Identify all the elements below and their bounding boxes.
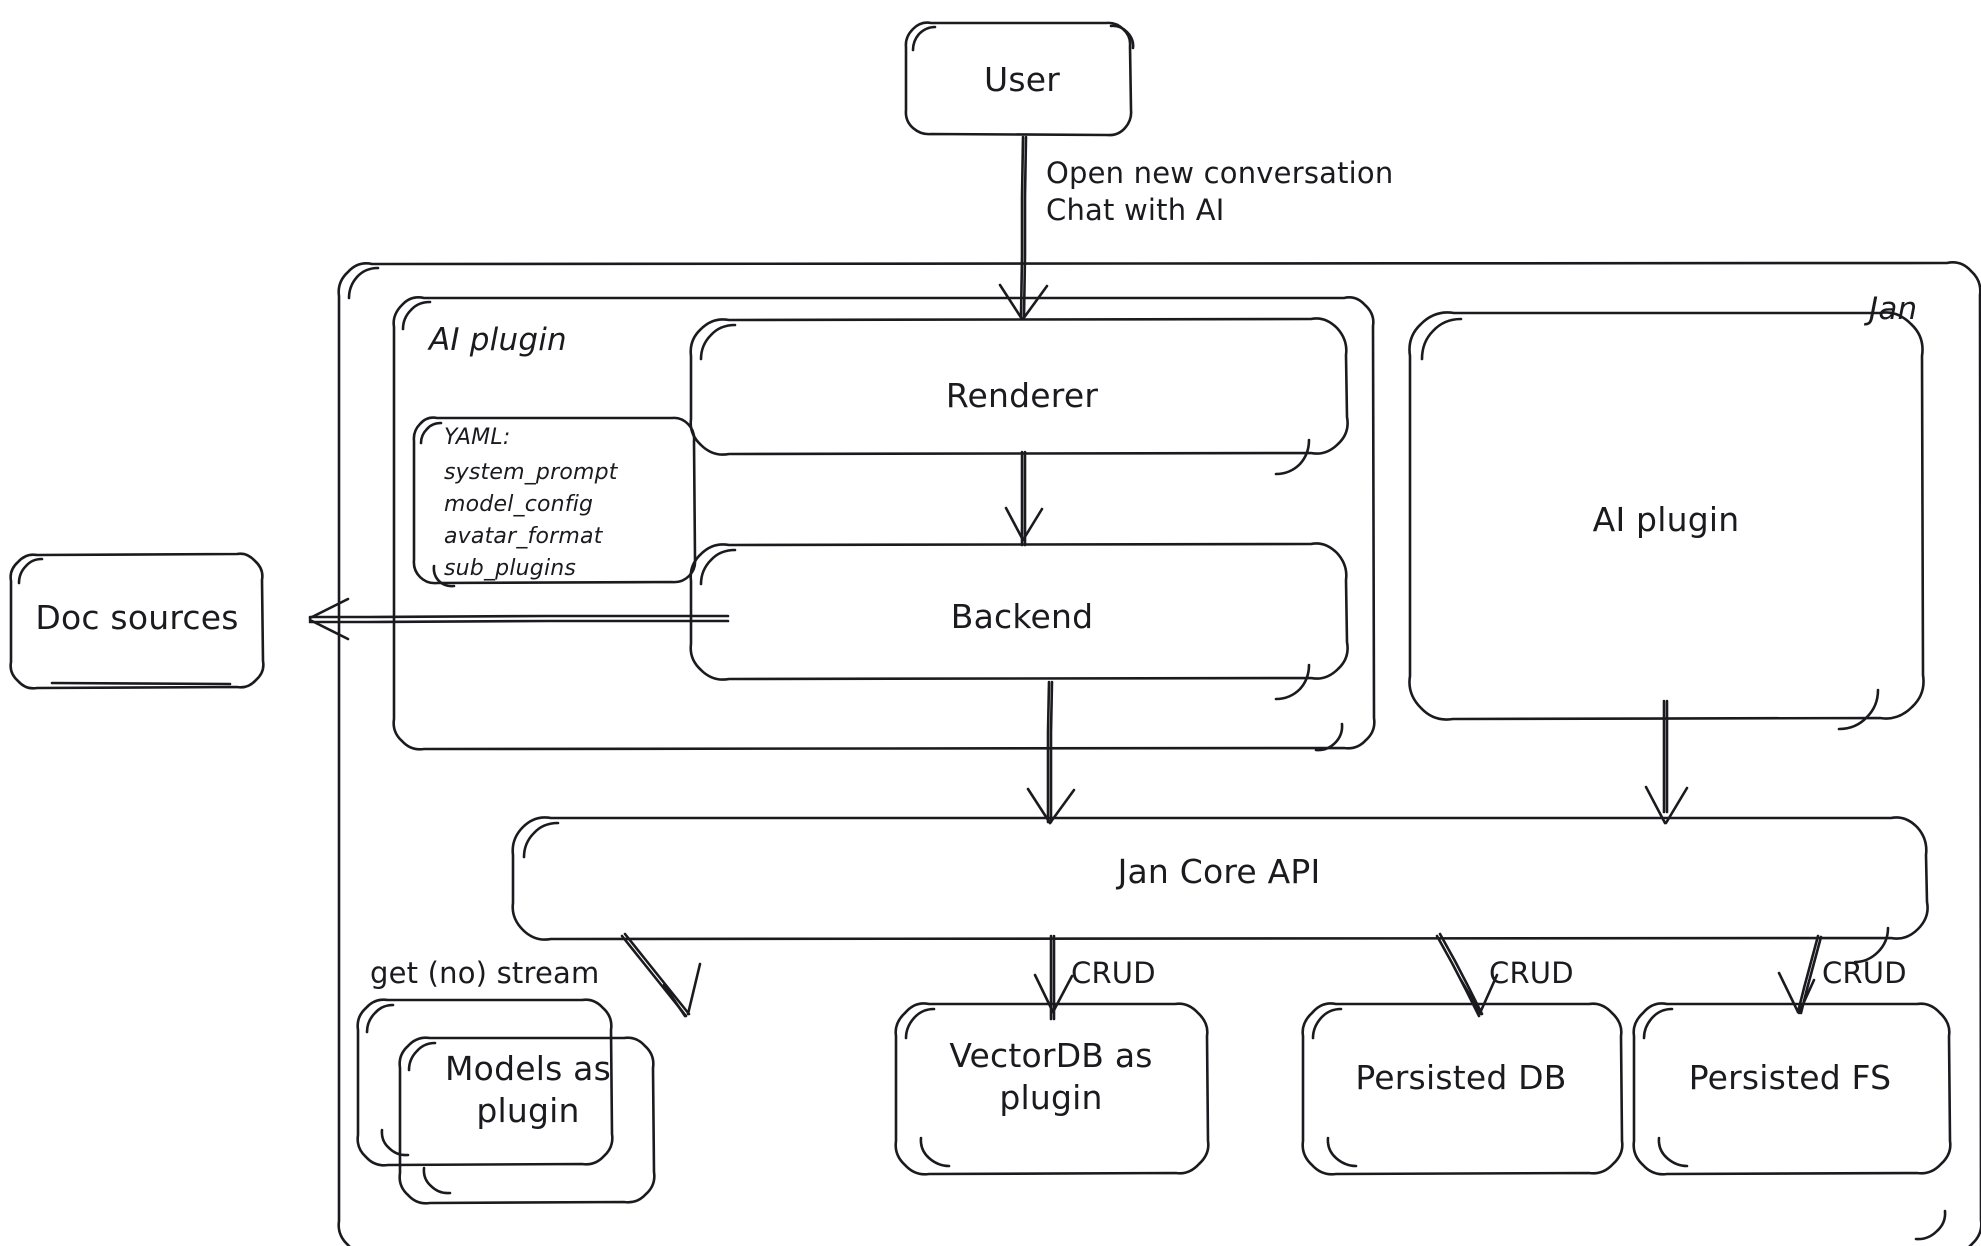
persisted-fs-box-outline (1632, 1002, 1952, 1176)
edge-label-user-to-renderer: Open new conversation Chat with AI (1046, 156, 1394, 228)
edge-backend-to-doc-sources (308, 597, 730, 641)
yaml-card-key-sub-plugins: sub_plugins (444, 556, 577, 581)
ai-plugin-right-node-label: AI plugin (1592, 499, 1740, 539)
edge-label-crud-persisted-fs: CRUD (1822, 956, 1907, 990)
vectordb-as-plugin-box-outline (894, 1002, 1210, 1176)
renderer-box-outline (689, 317, 1349, 476)
models-as-plugin-back-box-outline (356, 998, 614, 1167)
ai-plugin-group-outline (392, 296, 1376, 752)
edge-jan-core-api-to-persisted-fs (1777, 934, 1823, 1015)
edge-label-get-no-stream: get (no) stream (370, 956, 600, 990)
jan-core-api-node-label: Jan Core API (1117, 851, 1321, 891)
edge-ai-plugin-to-jan-core-api (1644, 699, 1689, 825)
yaml-card-outline (412, 416, 697, 588)
ai-plugin-group-label: AI plugin (429, 322, 567, 358)
user-node-label: User (983, 59, 1061, 99)
backend-node-label: Backend (950, 596, 1094, 636)
edge-jan-core-api-to-persisted-db (1435, 932, 1499, 1018)
edge-label-crud-vectordb: CRUD (1071, 956, 1156, 990)
jan-core-api-box-outline (511, 816, 1929, 964)
models-as-plugin-node-label: Models as plugin (445, 1048, 611, 1130)
models-as-plugin-front-box-outline (398, 1036, 656, 1205)
edge-user-to-renderer (998, 135, 1049, 321)
edge-jan-core-api-to-models (620, 932, 702, 1018)
persisted-db-node-label: Persisted DB (1355, 1057, 1567, 1097)
vectordb-as-plugin-node-label: VectorDB as plugin (949, 1035, 1153, 1117)
user-box-outline (904, 21, 1135, 137)
jan-container-label: Jan (1869, 291, 1918, 327)
doc-sources-box-outline (9, 552, 265, 690)
persisted-db-box-outline (1301, 1002, 1624, 1176)
ai-plugin-right-box-outline (1408, 311, 1925, 731)
doc-sources-node-label: Doc sources (35, 597, 239, 637)
edge-label-crud-persisted-db: CRUD (1489, 956, 1574, 990)
edge-jan-core-api-to-vectordb (1033, 934, 1074, 1021)
jan-container-outline (337, 261, 1981, 1246)
edge-backend-to-jan-core-api (1026, 680, 1076, 825)
yaml-card-key-model-config: model_config (444, 492, 594, 517)
edge-renderer-to-backend (1004, 450, 1044, 547)
yaml-card-key-avatar-format: avatar_format (444, 524, 603, 549)
renderer-node-label: Renderer (945, 375, 1099, 415)
persisted-fs-node-label: Persisted FS (1688, 1057, 1892, 1097)
yaml-card-key-system-prompt: system_prompt (444, 460, 618, 485)
yaml-card-heading: YAML: (444, 425, 511, 450)
